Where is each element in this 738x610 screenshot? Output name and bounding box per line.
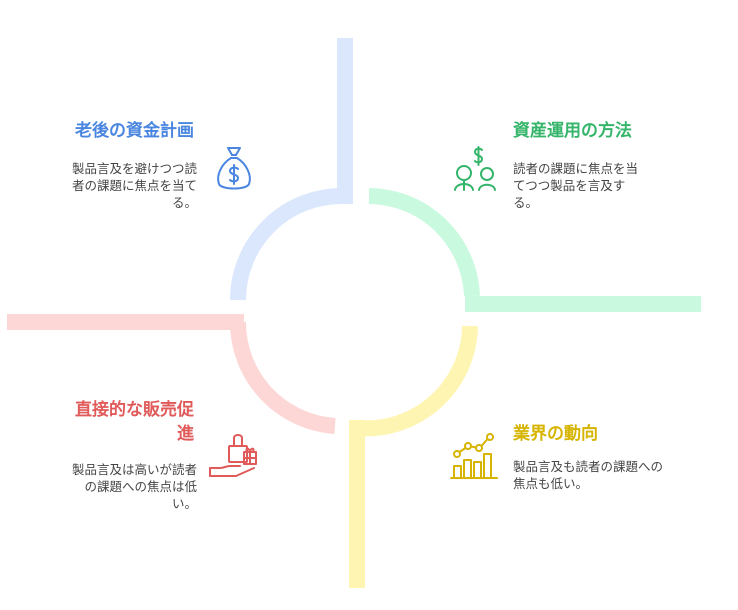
desc-line: 製品言及も読者の課題への (513, 459, 664, 474)
money-bag-icon (217, 147, 251, 190)
blue-arc (230, 187, 346, 301)
title-line: 進 (177, 424, 194, 444)
desc-line: てつつ製品を言及す (513, 178, 626, 193)
yellow-vertical-bar (349, 420, 365, 588)
desc-line: 製品言及は高いが読者 (71, 462, 197, 477)
growth-chart-icon (450, 433, 498, 479)
desc-line: の課題への焦点は低 (84, 479, 197, 494)
bottom-right-description: 製品言及も読者の課題への 焦点も低い。 (513, 458, 663, 492)
top-right-title: 資産運用の方法 (513, 121, 632, 141)
desc-line: 読者の課題に焦点を当 (513, 161, 639, 176)
title-line: 直接的な販売促 (75, 400, 194, 420)
bottom-right-title: 業界の動向 (513, 424, 598, 444)
top-right-description: 読者の課題に焦点を当 てつつ製品を言及す る。 (513, 160, 638, 211)
top-left-title: 老後の資金計画 (75, 121, 194, 141)
hand-gift-icon (209, 434, 257, 477)
desc-line: 製品言及を避けつつ読 (71, 161, 197, 176)
bottom-left-description: 製品言及は高いが読者 の課題への焦点は低 い。 (72, 461, 197, 512)
blue-vertical-bar (337, 38, 353, 204)
green-arc (368, 188, 480, 297)
people-dollar-icon (454, 146, 496, 191)
yellow-arc (356, 325, 478, 437)
desc-line: 者の課題に焦点を当て (71, 178, 197, 193)
top-left-description: 製品言及を避けつつ読 者の課題に焦点を当て る。 (72, 160, 197, 211)
desc-line: る。 (513, 195, 539, 210)
green-horizontal-bar (465, 296, 701, 312)
desc-line: る。 (171, 195, 197, 210)
bottom-left-title: 直接的な販売促 進 (75, 398, 194, 446)
desc-line: い。 (171, 496, 197, 511)
red-horizontal-bar (7, 314, 244, 330)
desc-line: 焦点も低い。 (513, 476, 589, 491)
red-arc (229, 321, 336, 434)
